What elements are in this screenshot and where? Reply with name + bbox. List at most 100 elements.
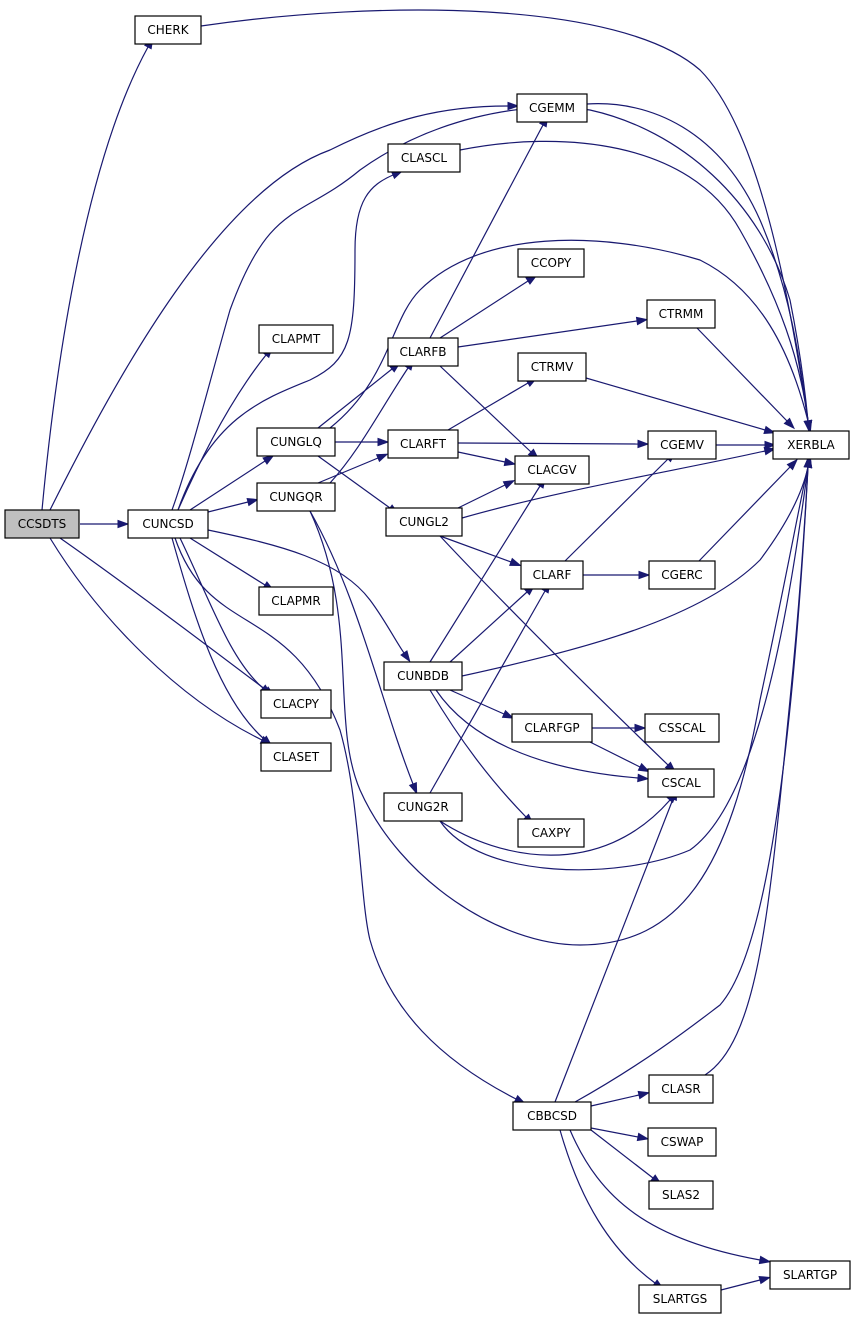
node-cunglq[interactable]: CUNGLQ: [256, 427, 336, 457]
edge-line: [720, 1279, 761, 1291]
node-box[interactable]: [517, 352, 587, 382]
node-box[interactable]: [260, 689, 332, 719]
node-slas2[interactable]: SLAS2: [648, 1180, 714, 1210]
node-box[interactable]: [383, 661, 463, 691]
edge-line: [457, 484, 506, 509]
arrowhead-icon: [637, 1090, 651, 1100]
node-box[interactable]: [520, 560, 584, 590]
edge-cungl2-to-xerbla: [461, 446, 777, 519]
node-csscal[interactable]: CSSCAL: [644, 713, 720, 743]
node-xerbla[interactable]: XERBLA: [772, 430, 850, 460]
edge-line: [171, 537, 265, 740]
node-clacpy[interactable]: CLACPY: [260, 689, 332, 719]
node-clacgv[interactable]: CLACGV: [514, 455, 590, 485]
node-box[interactable]: [127, 509, 209, 539]
edge-line: [696, 327, 788, 422]
edge-cgemv-to-xerbla: [716, 440, 777, 450]
node-box[interactable]: [514, 455, 590, 485]
node-label: CBBCSD: [527, 1109, 577, 1123]
node-box[interactable]: [387, 337, 459, 367]
node-cung2r[interactable]: CUNG2R: [383, 792, 463, 822]
edge-line: [447, 382, 529, 431]
node-box[interactable]: [516, 93, 588, 123]
node-cgemm[interactable]: CGEMM: [516, 93, 588, 123]
node-box[interactable]: [256, 482, 336, 512]
edge-cungqr-to-xerbla: [309, 455, 813, 946]
edge-ctrmv-to-xerbla: [585, 377, 777, 435]
node-label: CUNG2R: [397, 800, 448, 814]
edge-line: [329, 367, 409, 484]
node-label: CUNBDB: [397, 669, 449, 683]
node-clarf[interactable]: CLARF: [520, 560, 584, 590]
node-cswap[interactable]: CSWAP: [647, 1127, 717, 1157]
edge-cunbdb-to-clarfgp: [449, 689, 515, 719]
node-box[interactable]: [638, 1284, 722, 1314]
node-cherk[interactable]: CHERK: [134, 15, 202, 45]
node-box[interactable]: [134, 15, 202, 45]
edge-cgerc-to-xerbla: [698, 458, 798, 562]
node-slartgp[interactable]: SLARTGP: [769, 1260, 851, 1290]
node-claset[interactable]: CLASET: [260, 742, 332, 772]
node-cungl2[interactable]: CUNGL2: [385, 507, 463, 537]
node-cscal[interactable]: CSCAL: [647, 768, 715, 798]
arrowhead-icon: [377, 437, 390, 447]
edge-line: [459, 140, 809, 422]
node-clasr[interactable]: CLASR: [648, 1074, 714, 1104]
node-ctrmm[interactable]: CTRMM: [646, 299, 716, 329]
node-caxpy[interactable]: CAXPY: [517, 818, 585, 848]
node-cungqr[interactable]: CUNGQR: [256, 482, 336, 512]
node-label: CLARF: [533, 568, 572, 582]
node-clapmr[interactable]: CLAPMR: [258, 586, 334, 616]
node-clarfb[interactable]: CLARFB: [387, 337, 459, 367]
node-slartgs[interactable]: SLARTGS: [638, 1284, 722, 1314]
node-box[interactable]: [647, 1127, 717, 1157]
edge-line: [457, 451, 506, 463]
node-box[interactable]: [511, 713, 593, 743]
node-box[interactable]: [647, 768, 715, 798]
node-box[interactable]: [258, 586, 334, 616]
node-box[interactable]: [383, 792, 463, 822]
node-box[interactable]: [648, 1074, 714, 1104]
node-box[interactable]: [648, 560, 716, 590]
edge-cherk-to-xerbla: [200, 9, 813, 433]
node-clarfgp[interactable]: CLARFGP: [511, 713, 593, 743]
edge-cuncsd-to-clapmr: [189, 537, 275, 592]
node-box[interactable]: [648, 1180, 714, 1210]
edge-line: [439, 799, 671, 856]
node-cgemv[interactable]: CGEMV: [647, 430, 717, 460]
node-cuncsd[interactable]: CUNCSD: [127, 509, 209, 539]
node-clapmt[interactable]: CLAPMT: [258, 324, 334, 354]
node-ccsdts[interactable]: CCSDTS: [4, 509, 80, 539]
node-box[interactable]: [387, 143, 461, 173]
node-box[interactable]: [772, 430, 850, 460]
node-box[interactable]: [644, 713, 720, 743]
node-ccopy[interactable]: CCOPY: [517, 248, 585, 278]
node-cunbdb[interactable]: CUNBDB: [383, 661, 463, 691]
edge-line: [439, 280, 529, 339]
node-box[interactable]: [256, 427, 336, 457]
node-cbbcsd[interactable]: CBBCSD: [512, 1101, 592, 1131]
node-label: CUNGQR: [269, 490, 322, 504]
node-box[interactable]: [385, 507, 463, 537]
arrowhead-icon: [502, 479, 516, 490]
node-box[interactable]: [258, 324, 334, 354]
node-box[interactable]: [260, 742, 332, 772]
arrowhead-icon: [503, 457, 517, 467]
edge-line: [439, 466, 809, 871]
node-label: CLARFGP: [524, 721, 579, 735]
node-box[interactable]: [647, 430, 717, 460]
arrowhead-icon: [758, 1275, 772, 1285]
node-box[interactable]: [517, 818, 585, 848]
node-box[interactable]: [387, 429, 459, 459]
node-cgerc[interactable]: CGERC: [648, 560, 716, 590]
node-box[interactable]: [517, 248, 585, 278]
edge-line: [698, 466, 791, 562]
node-clascl[interactable]: CLASCL: [387, 143, 461, 173]
node-box[interactable]: [4, 509, 80, 539]
edge-cuncsd-to-cbbcsd: [174, 537, 527, 1105]
node-ctrmv[interactable]: CTRMV: [517, 352, 587, 382]
node-clarft[interactable]: CLARFT: [387, 429, 459, 459]
node-box[interactable]: [646, 299, 716, 329]
node-box[interactable]: [512, 1101, 592, 1131]
node-box[interactable]: [769, 1260, 851, 1290]
